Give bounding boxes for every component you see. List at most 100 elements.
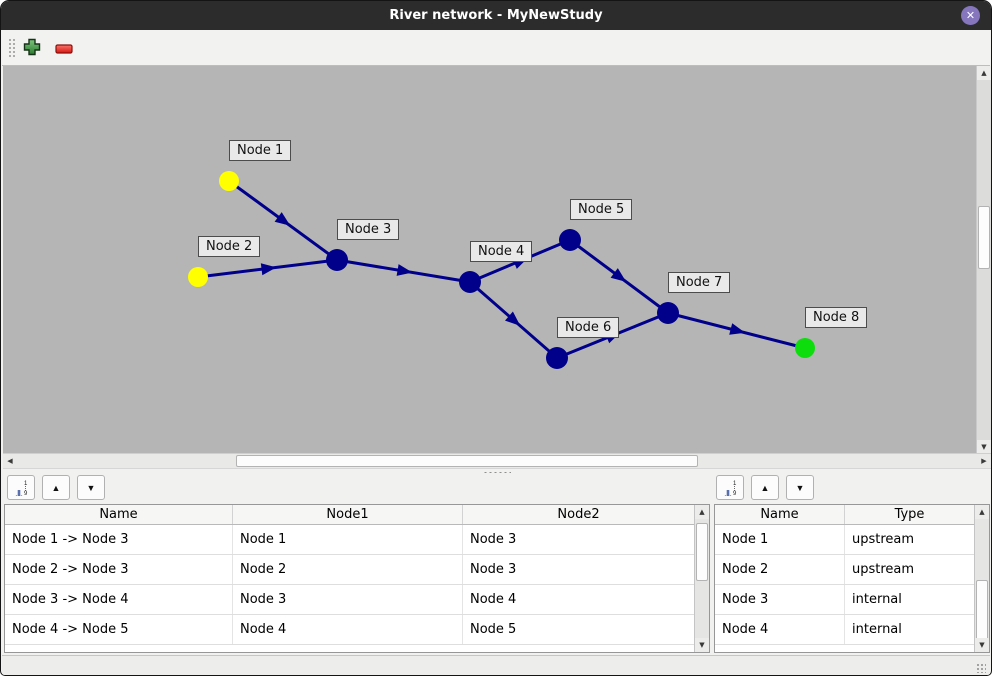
flow-direction-arrow-icon [729, 323, 746, 335]
window-title: River network - MyNewStudy [389, 8, 603, 23]
node-circle[interactable] [546, 347, 568, 369]
scroll-right-icon[interactable]: ▶ [981, 457, 987, 465]
column-header[interactable]: Node1 [233, 505, 463, 524]
table-cell[interactable]: Node 2 [715, 555, 845, 584]
node-circle[interactable] [188, 267, 208, 287]
table-cell[interactable]: Node 3 [233, 585, 463, 614]
close-button[interactable]: ✕ [961, 6, 980, 25]
canvas-hscroll-thumb[interactable] [236, 455, 698, 467]
table-row[interactable]: Node 3 internal [715, 585, 974, 615]
table-cell[interactable]: upstream [852, 562, 915, 577]
scroll-up-icon[interactable]: ▲ [695, 505, 709, 519]
titlebar[interactable]: River network - MyNewStudy ✕ [1, 1, 991, 30]
remove-button[interactable] [55, 40, 73, 58]
table-cell[interactable]: Node 5 [470, 622, 517, 637]
canvas-horizontal-scrollbar[interactable]: ◀ ▶ [3, 453, 991, 469]
nodes-table-controls: 1 9 ▲ ▼ [716, 475, 814, 500]
table-cell[interactable]: Node 4 [470, 592, 517, 607]
down-triangle-icon: ▼ [795, 482, 805, 493]
scroll-left-icon[interactable]: ◀ [7, 457, 13, 465]
sort-reaches-button[interactable]: 1 9 [7, 475, 35, 500]
table-row[interactable]: Node 1 upstream [715, 525, 974, 555]
table-cell[interactable]: internal [852, 592, 902, 607]
sort-ascending-icon: 1 9 [15, 481, 28, 496]
node-label[interactable]: Node 1 [229, 140, 292, 161]
canvas-vscroll-thumb[interactable] [978, 206, 990, 269]
toolbar-drag-handle[interactable] [8, 38, 16, 59]
table-row[interactable]: Node 2 upstream [715, 555, 974, 585]
node-label[interactable]: Node 2 [198, 236, 261, 257]
status-bar [2, 655, 990, 675]
scroll-down-icon[interactable]: ▼ [977, 440, 991, 454]
table-cell[interactable]: internal [852, 622, 902, 637]
scroll-down-icon[interactable]: ▼ [975, 638, 989, 652]
add-button[interactable] [23, 38, 41, 56]
node-label[interactable]: Node 8 [805, 307, 868, 328]
table-cell[interactable]: Node 1 [715, 525, 845, 554]
table-cell[interactable]: Node 3 [470, 532, 517, 547]
resize-grip[interactable] [976, 663, 986, 673]
reaches-scroll-thumb[interactable] [696, 523, 708, 581]
move-reach-down-button[interactable]: ▼ [77, 475, 105, 500]
nodes-scroll-thumb[interactable] [976, 580, 988, 642]
move-reach-up-button[interactable]: ▲ [42, 475, 70, 500]
canvas-vertical-scrollbar[interactable]: ▲ ▼ [976, 66, 991, 454]
node-label[interactable]: Node 3 [337, 219, 400, 240]
toolbar [2, 30, 990, 66]
scroll-up-icon[interactable]: ▲ [975, 505, 989, 519]
column-header[interactable]: Type [894, 507, 925, 522]
table-cell[interactable]: Node 4 -> Node 5 [5, 615, 233, 644]
node-circle[interactable] [559, 229, 581, 251]
network-canvas[interactable]: Node 1 Node 2 Node 3 Node 4 Node 5 Node 6 Node… [3, 66, 976, 454]
table-cell[interactable]: Node 3 -> Node 4 [5, 585, 233, 614]
scroll-up-icon[interactable]: ▲ [977, 66, 991, 80]
add-icon [23, 38, 41, 56]
node-label[interactable]: Node 7 [668, 272, 731, 293]
splitter-handle-icon [483, 471, 511, 474]
nodes-table-scrollbar[interactable]: ▲ ▼ [974, 505, 989, 652]
up-triangle-icon: ▲ [760, 482, 770, 493]
move-node-down-button[interactable]: ▼ [786, 475, 814, 500]
scroll-down-icon[interactable]: ▼ [695, 638, 709, 652]
node-circle[interactable] [795, 338, 815, 358]
column-header[interactable]: Name [5, 505, 233, 524]
node-label[interactable]: Node 5 [570, 199, 633, 220]
pane-splitter[interactable] [3, 469, 991, 475]
table-cell[interactable]: Node 3 [470, 562, 517, 577]
table-cell[interactable]: Node 2 -> Node 3 [5, 555, 233, 584]
table-cell[interactable]: upstream [852, 532, 915, 547]
reaches-table-controls: 1 9 ▲ ▼ [7, 475, 105, 500]
close-icon: ✕ [965, 9, 976, 22]
node-label[interactable]: Node 6 [557, 317, 620, 338]
table-cell[interactable]: Node 4 [233, 615, 463, 644]
svg-text:9: 9 [733, 491, 737, 496]
table-cell[interactable]: Node 2 [233, 555, 463, 584]
svg-text:1: 1 [24, 481, 28, 487]
table-cell[interactable]: Node 3 [715, 585, 845, 614]
node-circle[interactable] [219, 171, 239, 191]
column-header[interactable]: Node2 [557, 507, 600, 522]
node-circle[interactable] [326, 249, 348, 271]
sort-ascending-icon: 1 9 [724, 481, 737, 496]
sort-nodes-button[interactable]: 1 9 [716, 475, 744, 500]
node-label[interactable]: Node 4 [470, 241, 533, 262]
up-triangle-icon: ▲ [51, 482, 61, 493]
move-node-up-button[interactable]: ▲ [751, 475, 779, 500]
reaches-table-scrollbar[interactable]: ▲ ▼ [694, 505, 709, 652]
table-row[interactable]: Node 4 internal [715, 615, 974, 645]
table-cell[interactable]: Node 1 -> Node 3 [5, 525, 233, 554]
table-cell[interactable]: Node 1 [233, 525, 463, 554]
flow-direction-arrow-icon [505, 311, 521, 326]
node-circle[interactable] [459, 271, 481, 293]
table-cell[interactable]: Node 4 [715, 615, 845, 644]
node-circle[interactable] [657, 302, 679, 324]
column-header[interactable]: Name [715, 505, 845, 524]
remove-icon [55, 44, 73, 54]
